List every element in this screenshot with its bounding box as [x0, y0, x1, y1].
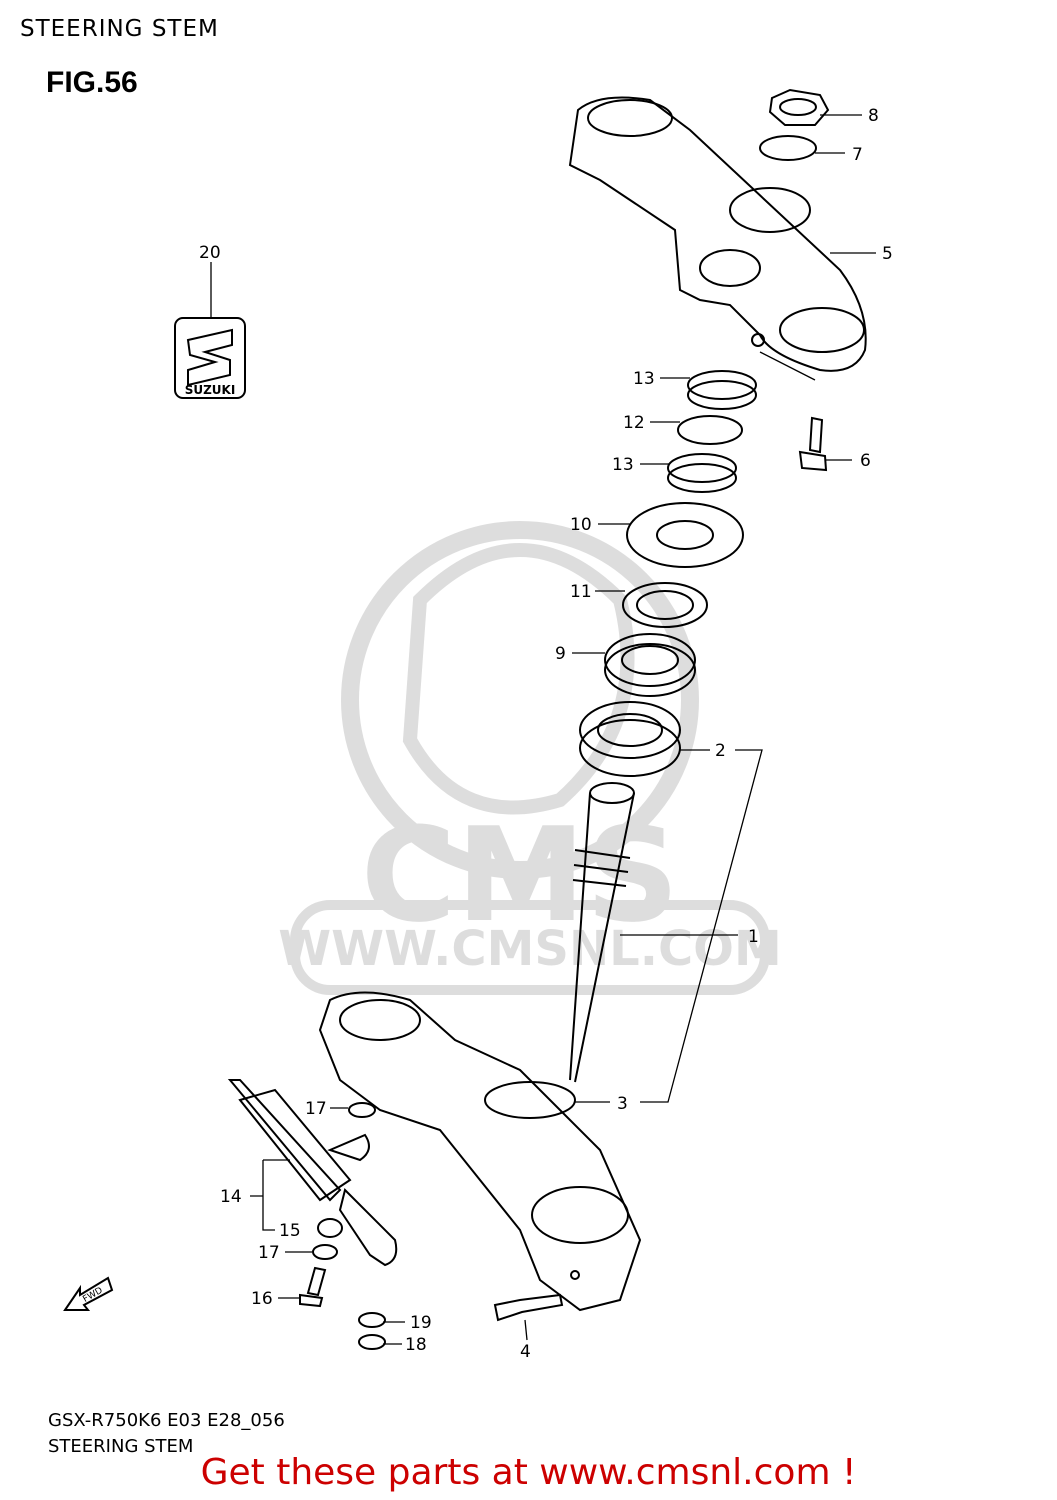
bolt-6	[798, 416, 828, 472]
callout-9: 9	[555, 644, 566, 664]
cap-15	[317, 1218, 343, 1238]
callout-15: 15	[279, 1221, 301, 1241]
bolt-4	[493, 1293, 564, 1322]
callout-7: 7	[852, 145, 863, 165]
figure-label: FIG.56	[46, 66, 138, 99]
steering-stem-shaft	[569, 782, 635, 1083]
watermark-brand: CMS	[361, 799, 679, 951]
bearing-2	[579, 701, 681, 777]
lower-triple-clamp	[318, 991, 642, 1312]
callout-12: 12	[623, 413, 645, 433]
model-code: GSX-R750K6 E03 E28_056	[48, 1410, 285, 1431]
callout-10: 10	[570, 515, 592, 535]
callout-5: 5	[882, 244, 893, 264]
washer-17-upper	[348, 1102, 376, 1118]
nut-8	[768, 88, 830, 126]
fwd-arrow-icon: FWD	[63, 1276, 114, 1311]
bolt-16	[299, 1266, 327, 1308]
page-title: STEERING STEM	[20, 16, 219, 42]
callout-11: 11	[570, 582, 592, 602]
dust-seal-10	[626, 502, 744, 568]
nut-13-lower	[667, 453, 737, 493]
callout-13-lower: 13	[612, 455, 634, 475]
suzuki-emblem-20	[174, 317, 246, 399]
callout-8: 8	[868, 106, 879, 126]
washer-19	[358, 1312, 386, 1328]
callout-16: 16	[251, 1289, 273, 1309]
ring-11	[622, 582, 708, 628]
callout-4: 4	[520, 1342, 531, 1362]
callout-3: 3	[617, 1094, 628, 1114]
watermark: CMS WWW.CMSNL.COM	[278, 521, 782, 995]
callout-17-lower: 17	[258, 1243, 280, 1263]
callout-1: 1	[748, 927, 759, 947]
washer-17-lower	[312, 1244, 338, 1260]
washer-7	[759, 135, 817, 161]
steering-damper-14	[227, 1079, 398, 1267]
callout-13-upper: 13	[633, 369, 655, 389]
watermark-url: WWW.CMSNL.COM	[278, 921, 782, 977]
callout-18: 18	[405, 1335, 427, 1355]
leader-lines	[210, 114, 876, 1345]
callout-6: 6	[860, 451, 871, 471]
nut-18	[358, 1334, 386, 1350]
emblem-logo-text: SUZUKI	[185, 383, 236, 397]
callout-19: 19	[410, 1313, 432, 1333]
section-name: STEERING STEM	[48, 1436, 194, 1457]
callout-20: 20	[199, 243, 221, 263]
upper-triple-clamp	[568, 96, 867, 372]
fwd-arrow-label: FWD	[81, 1286, 104, 1305]
bearing-9	[604, 633, 696, 697]
callout-14: 14	[220, 1187, 242, 1207]
callout-2: 2	[715, 741, 726, 761]
washer-12	[677, 415, 743, 445]
callout-labels: 8 7 5 6 13 12 13 10 11 9 2 1 3 17 14 15 …	[199, 106, 893, 1362]
callout-17-upper: 17	[305, 1099, 327, 1119]
cta-link[interactable]: Get these parts at www.cmsnl.com !	[200, 1452, 857, 1493]
nut-13-upper	[687, 370, 757, 410]
